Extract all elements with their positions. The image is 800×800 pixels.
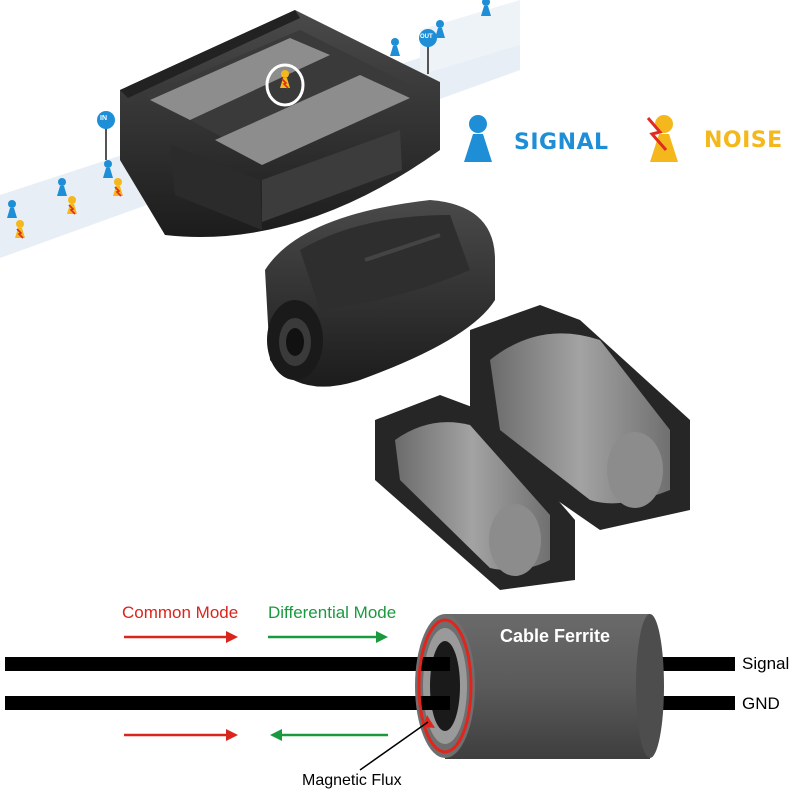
sign-in [97, 111, 115, 160]
cable-ferrite-cylinder [415, 614, 664, 759]
ferrite-open [375, 305, 690, 590]
differential-mode-label: Differential Mode [268, 603, 397, 622]
gnd-wire-label: GND [742, 694, 780, 713]
signal-person-icon [464, 115, 492, 162]
signal-legend-label: SIGNAL [514, 130, 609, 155]
magnetic-flux-label: Magnetic Flux [302, 772, 402, 789]
sign-out-label: OUT [420, 34, 433, 40]
cable-ferrite-label: Cable Ferrite [500, 626, 611, 646]
ferrite-cutaway [120, 10, 440, 237]
signal-wire-label: Signal [742, 654, 790, 673]
noise-legend-label: NOISE [704, 128, 783, 153]
sign-out [419, 29, 437, 74]
sign-in-label: IN [100, 115, 107, 122]
differential-mode-arrow-bottom [270, 729, 388, 741]
flux-leader-line [359, 721, 429, 771]
common-mode-arrow-bottom [124, 729, 238, 741]
ferrite-closed [265, 200, 495, 387]
differential-mode-arrow-top [268, 631, 388, 643]
common-mode-label: Common Mode [122, 603, 239, 622]
lightning-icon [646, 117, 668, 151]
common-mode-arrow-top [124, 631, 238, 643]
